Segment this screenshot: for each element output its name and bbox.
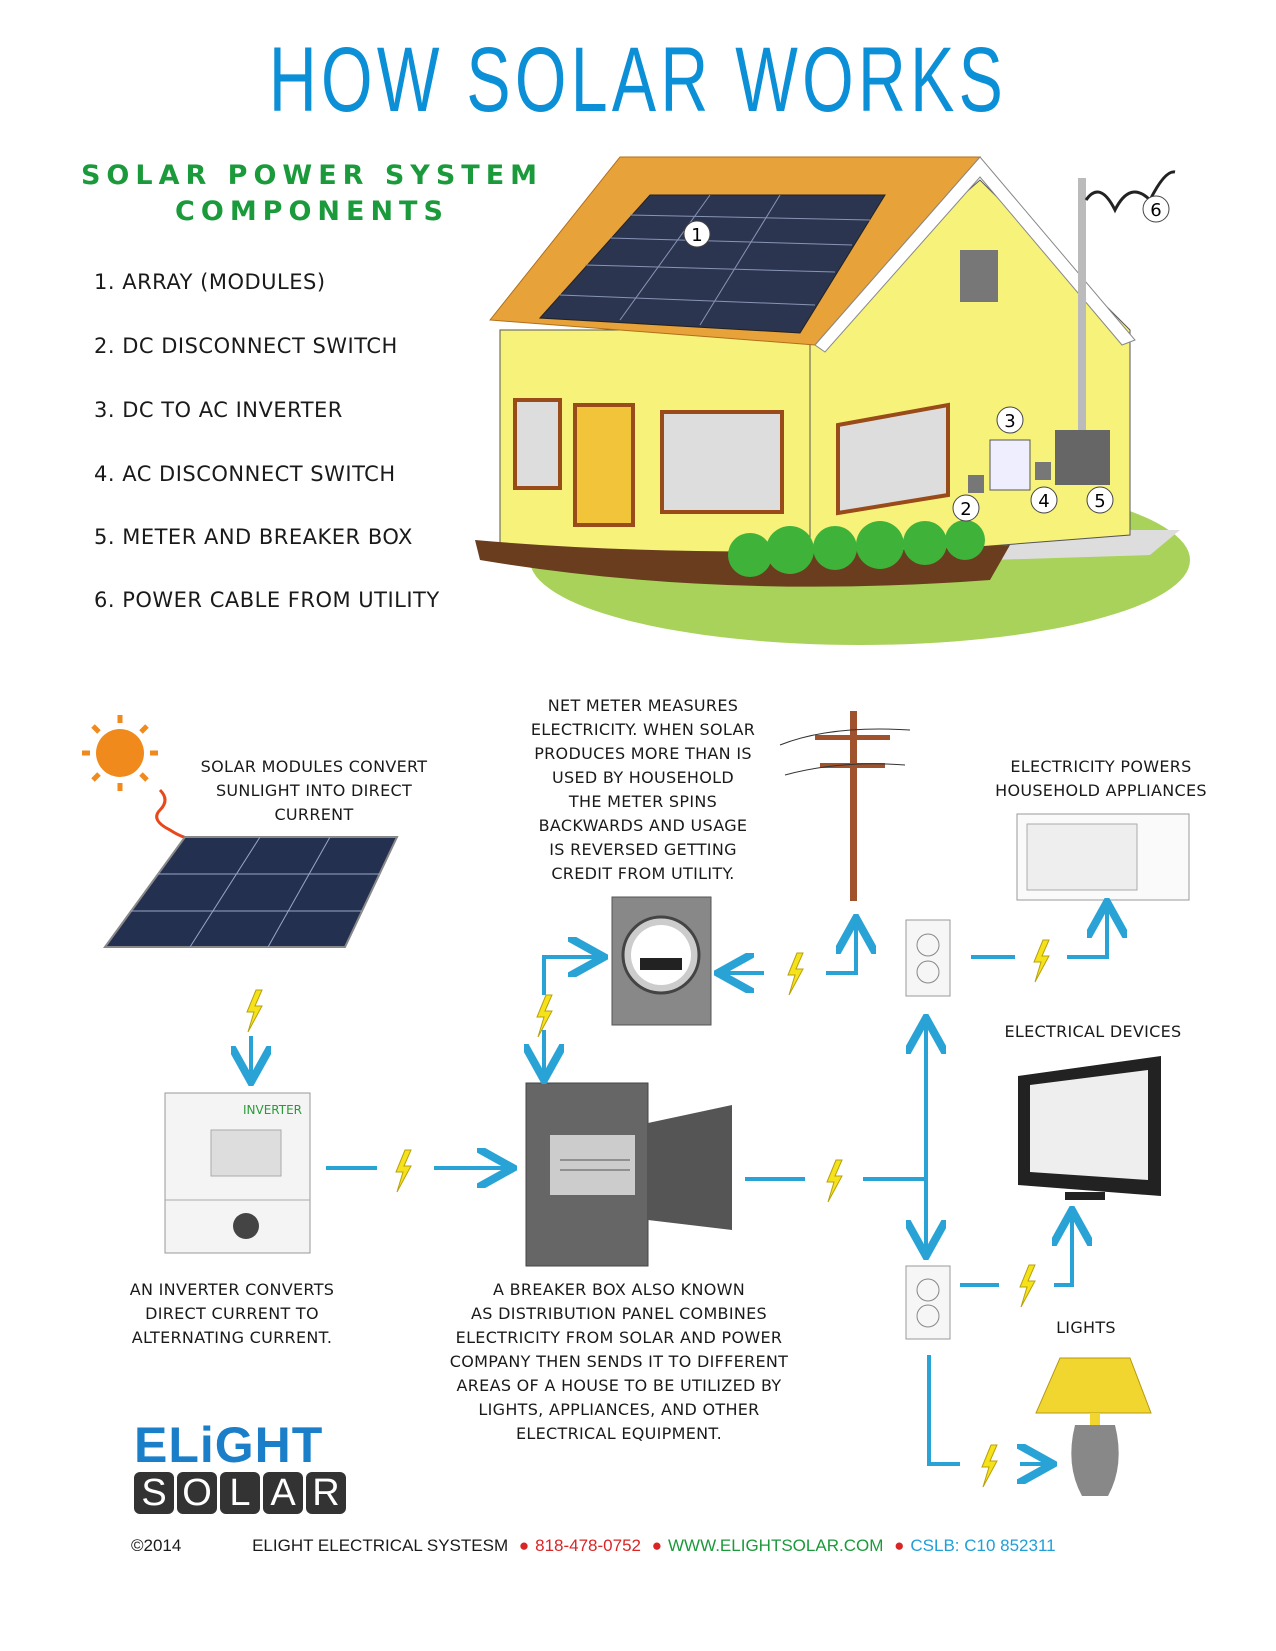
- bolt-icon: [826, 1159, 843, 1203]
- solar-array: [538, 194, 886, 334]
- bolt-icon: [787, 952, 804, 996]
- utility-cable: [1084, 170, 1176, 214]
- callout-6: 6: [1150, 200, 1161, 221]
- attic-vent: [960, 250, 998, 302]
- inverter-icon: INVERTER: [164, 1092, 311, 1254]
- component-item: 5. METER AND BREAKER BOX: [94, 525, 413, 549]
- arrow-to-tv: [1054, 1214, 1072, 1287]
- caption-inverter: AN INVERTER CONVERTS DIRECT CURRENT TO A…: [129, 1280, 335, 1347]
- component-item: 6. POWER CABLE FROM UTILITY: [94, 588, 440, 612]
- component-item: 3. DC TO AC INVERTER: [94, 398, 343, 422]
- callout-1: 1: [691, 225, 702, 246]
- elight-solar-logo: ELiGHT S O L A R: [134, 1420, 346, 1514]
- dc-disconnect: [968, 475, 984, 493]
- bolt-icon: [981, 1444, 998, 1488]
- logo-solar: S O L A R: [134, 1472, 346, 1514]
- callout-3: 3: [1004, 411, 1015, 432]
- bolt-icon: [1033, 939, 1050, 983]
- house-callouts: 1 2 3 4 5 6: [683, 195, 1170, 522]
- arrow-to-microwave: [1067, 906, 1107, 959]
- logo-letter: S: [134, 1472, 174, 1514]
- components-heading-2: COMPONENTS: [175, 196, 449, 227]
- caption-lights: LIGHTS: [1056, 1318, 1116, 1337]
- callout-5: 5: [1094, 491, 1105, 512]
- caption-solar-modules: SOLAR MODULES CONVERT SUNLIGHT INTO DIRE…: [200, 757, 428, 824]
- phone-number: 818-478-0752: [535, 1536, 641, 1555]
- license-number: CSLB: C10 852311: [910, 1536, 1056, 1555]
- ac-disconnect: [1035, 462, 1051, 480]
- components-heading: SOLAR POWER SYSTEM: [80, 160, 544, 191]
- sun-icon: [82, 715, 158, 791]
- component-item: 2. DC DISCONNECT SWITCH: [94, 334, 398, 358]
- bolt-icon: [1019, 1264, 1036, 1308]
- lamp-icon: [1035, 1357, 1152, 1496]
- window-side: [836, 402, 950, 516]
- bolt-icon: [395, 1149, 412, 1193]
- logo-letter: R: [306, 1472, 346, 1514]
- door: [573, 403, 635, 527]
- shrubs: [728, 520, 985, 577]
- meter-box: [1055, 430, 1110, 485]
- utility-mast: [1078, 178, 1086, 478]
- arrow-breaker-to-meter: [542, 957, 600, 995]
- window-left: [513, 398, 562, 490]
- company-name: ELIGHT ELECTRICAL SYSTESM: [252, 1536, 509, 1555]
- array-grid: [559, 194, 871, 326]
- line-to-lamp: [927, 1355, 960, 1466]
- callout-4: 4: [1038, 491, 1049, 512]
- solar-panel-grid: [131, 836, 380, 948]
- page-title: HOW SOLAR WORKS: [268, 29, 1008, 131]
- bolt-icon: [246, 989, 263, 1033]
- inverter-box: [989, 439, 1031, 491]
- component-item: 4. AC DISCONNECT SWITCH: [94, 462, 396, 486]
- tv-icon: [1018, 1056, 1161, 1200]
- caption-appliances: ELECTRICITY POWERS HOUSEHOLD APPLIANCES: [995, 757, 1207, 800]
- breaker-box-icon: [525, 1082, 732, 1267]
- solar-panel: [103, 836, 399, 948]
- utility-pole: [779, 711, 911, 901]
- arrow-to-pole: [826, 922, 856, 975]
- roof-trim: [814, 156, 1136, 353]
- outlet-icon-bottom: [905, 1265, 951, 1340]
- logo-letter: L: [220, 1472, 260, 1514]
- logo-elight: ELiGHT: [134, 1417, 324, 1473]
- caption-net-meter: NET METER MEASURES ELECTRICITY. WHEN SOL…: [530, 696, 756, 883]
- component-item: 1. ARRAY (MODULES): [94, 270, 326, 294]
- footer: ©2014 ELIGHT ELECTRICAL SYSTESM ●818-478…: [131, 1536, 1056, 1555]
- caption-breaker: A BREAKER BOX ALSO KNOWN AS DISTRIBUTION…: [449, 1280, 789, 1443]
- house-illustration: 1 2 3 4 5 6: [475, 156, 1190, 645]
- caption-devices: ELECTRICAL DEVICES: [1004, 1022, 1182, 1041]
- copyright: ©2014: [131, 1536, 182, 1555]
- inverter-label: INVERTER: [243, 1103, 302, 1117]
- callout-2: 2: [960, 499, 971, 520]
- website-link[interactable]: WWW.ELIGHTSOLAR.COM: [668, 1536, 884, 1555]
- outlet-icon-top: [905, 919, 951, 997]
- window-front: [660, 410, 784, 514]
- microwave-icon: [1016, 813, 1190, 901]
- logo-letter: A: [263, 1472, 303, 1514]
- net-meter-icon: [611, 896, 712, 1026]
- logo-letter: O: [177, 1472, 217, 1514]
- bolt-icon: [536, 994, 553, 1038]
